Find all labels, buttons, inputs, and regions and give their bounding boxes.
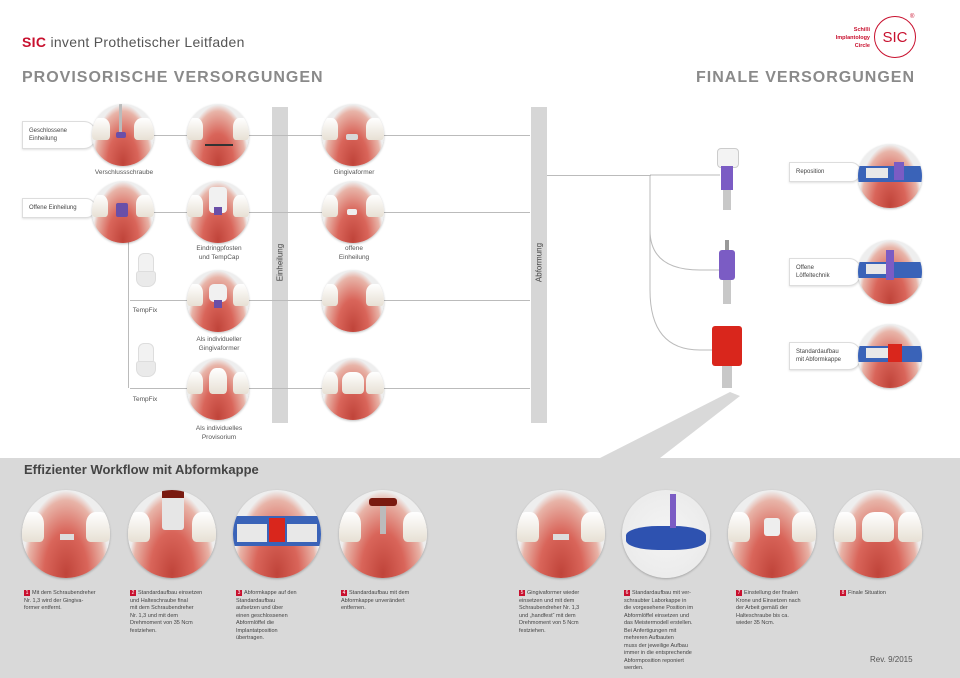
panel-pointer [600,392,740,458]
row-line-2 [60,212,530,213]
caption-tempfix-2: TempFix [132,396,158,403]
caption-indiv-prov: Als individuelles Provisorium [175,424,263,442]
caption-tempfix-1: TempFix [132,307,158,314]
final-branch-svg [649,174,720,351]
step-number-8: 8 [840,590,846,596]
caption-eindring: Eindringpfosten und TempCap [175,244,263,262]
workflow-circle-7 [728,490,816,578]
circle-suture [187,104,249,166]
registered-mark: ® [910,14,915,20]
workflow-circle-3 [233,490,321,578]
logo-text: Schilli Implantology Circle [822,26,870,50]
step-number-3: 3 [236,590,242,596]
bubble-geschlossene: Geschlossene Einheilung [22,121,96,149]
bubble-standard-1: Standardaufbau [796,349,839,355]
branch-to-standard [649,230,720,351]
step-number-2: 2 [130,590,136,596]
row-line-1 [60,135,530,136]
workflow-circle-5 [517,490,605,578]
bubble-offene-loeffel: Offene Löffeltechnik [789,258,861,286]
bubble-offene: Offene Einheilung [22,198,96,218]
workflow-circle-1 [22,490,110,578]
logo-line-1: Schilli [853,27,870,33]
step-number-1: 1 [24,590,30,596]
workflow-circle-6 [622,490,710,578]
circle-verschluss [92,104,154,166]
sic-logo: SIC [874,16,916,58]
caption-verschluss: Verschlussschraube [94,169,154,176]
circle-indiv-gingiva [187,270,249,332]
tempfix-component-1 [134,253,156,291]
brand-rest: invent Prothetischer Leitfaden [46,34,245,50]
bubble-offene-loeffel-1: Offene [796,265,814,271]
circle-offene-loeffel [858,240,922,304]
step-number-4: 4 [341,590,347,596]
workflow-title: Effizienter Workflow mit Abformkappe [24,462,259,477]
branch-line [128,212,129,388]
brand-title: SIC invent Prothetischer Leitfaden [22,34,245,50]
caption-offene-einheilung: offene Einheilung [310,244,398,262]
branch-to-offene [649,175,720,271]
circle-row3-final [322,270,384,332]
component-offene [712,240,742,308]
logo-line-3: Circle [854,43,870,49]
circle-row4-final [322,358,384,420]
circle-indiv-prov [187,358,249,420]
workflow-circle-4 [339,490,427,578]
section-title-provisional: PROVISORISCHE VERSORGUNGEN [22,69,324,86]
revision-label: Rev. 9/2015 [870,655,913,664]
brand-strong: SIC [22,34,47,50]
abformung-bar [531,107,547,423]
section-title-final: FINALE VERSORGUNGEN [696,69,916,86]
logo-line-2: Implantology [835,35,870,41]
circle-reposition [858,144,922,208]
step-number-6: 6 [624,590,630,596]
step-number-5: 5 [519,590,525,596]
bubble-standard-2: mit Abformkappe [796,357,842,363]
bubble-offene-loeffel-2: Löffeltechnik [796,273,830,279]
caption-indiv-gingiva: Als individueller Gingivaformer [175,335,263,353]
right-line-main [547,175,651,176]
caption-eindring-1: Eindringpfosten [196,245,242,252]
component-reposition [712,148,742,212]
abformung-label: Abformung [534,242,544,283]
circle-offene-implant [92,181,154,243]
caption-eindring-2: und TempCap [198,254,240,261]
circle-gingiva [322,104,384,166]
step-number-7: 7 [736,590,742,596]
caption-indiv-gingiva-1: Als individueller [196,336,242,343]
bubble-standard: Standardaufbau mit Abformkappe [789,342,861,370]
circle-offene-einheilung [322,181,384,243]
caption-indiv-gingiva-2: Gingivaformer [198,345,240,352]
circle-eindring [187,181,249,243]
caption-offene-1: offene [345,245,363,252]
tempfix-component-2 [134,343,156,381]
workflow-circle-2 [128,490,216,578]
workflow-circle-8 [834,490,922,578]
bubble-reposition: Reposition [789,162,861,182]
einheilung-label: Einheilung [275,243,285,282]
caption-gingiva: Gingivaformer [333,169,375,176]
pointer-shape [600,392,740,458]
einheilung-bar [272,107,288,423]
component-standard [708,326,746,390]
caption-indiv-prov-2: Provisorium [201,434,237,441]
caption-offene-2: Einheilung [338,254,370,261]
caption-indiv-prov-1: Als individuelles [195,425,243,432]
circle-standard [858,324,922,388]
